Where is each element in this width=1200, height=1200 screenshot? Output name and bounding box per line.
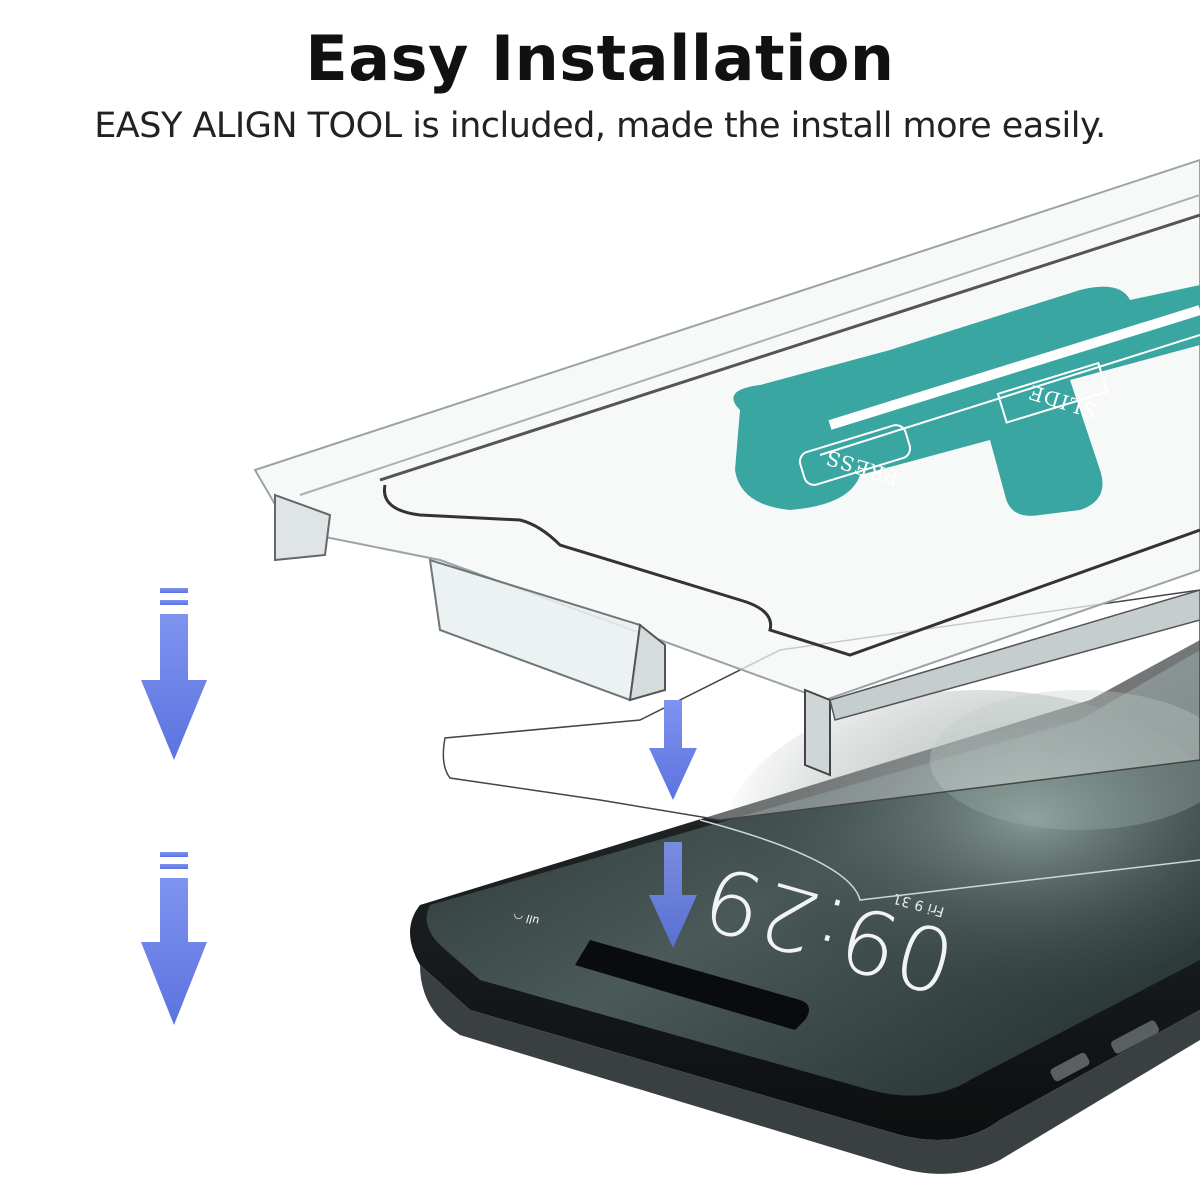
screen-wallpaper-wave: [720, 690, 1200, 1010]
tray-front-edge: [829, 589, 1200, 721]
tray-rim-line: [299, 194, 1200, 496]
tray-corner-right: [804, 688, 831, 777]
protector-outline-on-phone: [699, 819, 1200, 901]
down-arrow-center-upper: [649, 700, 697, 800]
pull-tab-band: [828, 305, 1200, 430]
volume-button: [1050, 1052, 1090, 1082]
tray-cutout-edge: [382, 484, 1200, 657]
page-subtitle: EASY ALIGN TOOL is included, made the in…: [94, 106, 1106, 146]
page-title: Easy Installation: [305, 22, 895, 95]
tray-inner-edge: [379, 213, 1200, 482]
down-arrow-lower-left: [141, 852, 207, 1025]
screen-wallpaper-foam: [930, 690, 1200, 830]
pull-tab[interactable]: PRESS SLIDE: [733, 285, 1200, 516]
slide-tag: [996, 361, 1109, 424]
tray-corner-left: [274, 493, 332, 562]
press-tag: [798, 424, 912, 486]
down-arrow-upper-left: [141, 588, 207, 760]
alignment-tray: PRESS SLIDE: [253, 158, 1200, 777]
phone: 09:29 Fri 9 31 ull ◠: [410, 640, 1200, 1174]
phone-notch: [575, 940, 809, 1030]
down-arrow-center-lower: [649, 842, 697, 948]
pull-tab-stripe: [819, 334, 1200, 456]
phone-side-edge: [420, 965, 1200, 1174]
side-button: [1111, 1020, 1159, 1054]
tray-clip-side: [628, 623, 666, 702]
